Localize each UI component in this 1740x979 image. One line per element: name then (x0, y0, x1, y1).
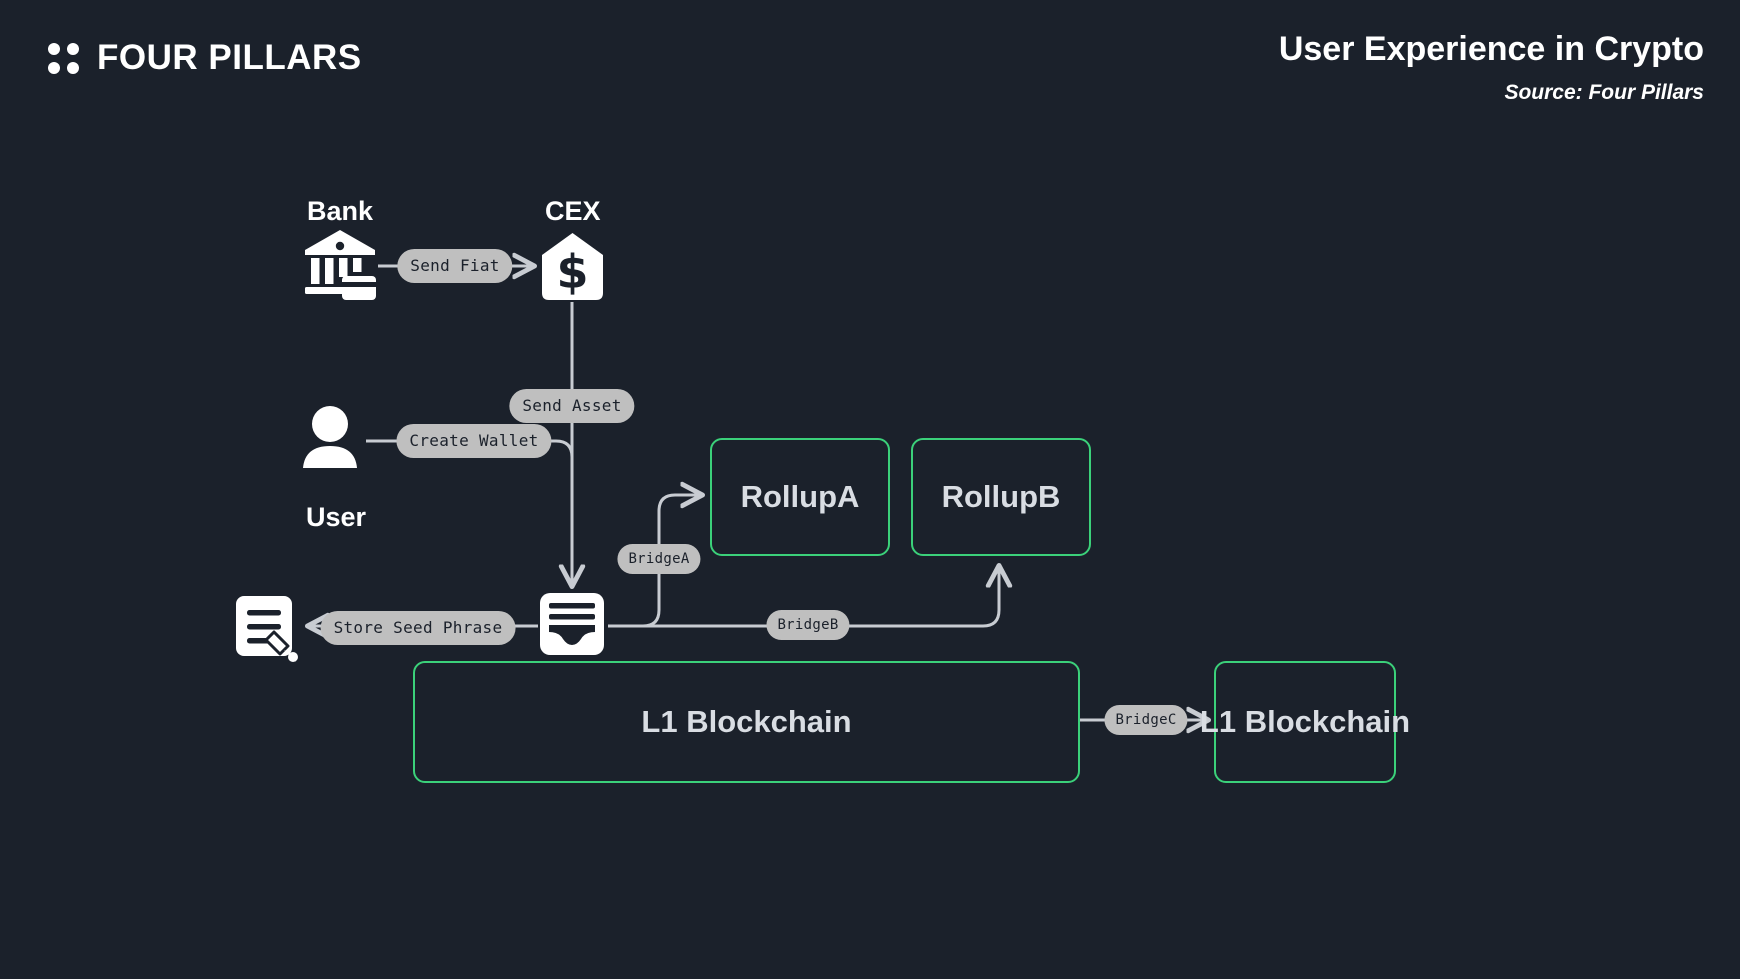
source-attribution: Source: Four Pillars (1504, 81, 1704, 104)
svg-text:$: $ (556, 245, 588, 299)
four-dots-icon (48, 42, 79, 74)
brand-header: FOUR PILLARS (48, 38, 362, 78)
page-title: User Experience in Crypto (1278, 30, 1704, 68)
node-caption-cex: CEX (545, 196, 601, 226)
node-rollup-a[interactable]: RollupA (710, 438, 890, 556)
node-l1-blockchain-right[interactable]: L1 Blockchain (1200, 661, 1410, 783)
node-label-l1-left: L1 Blockchain (641, 704, 852, 739)
deck-header: User Experience in Crypto Source: Four P… (1279, 30, 1704, 105)
edge-label-send-asset: Send Asset (509, 389, 635, 423)
edge-label-bridge-c: BridgeC (1104, 705, 1188, 735)
edge-label-send-fiat: Send Fiat (397, 249, 513, 283)
brand-name: FOUR PILLARS (97, 38, 362, 77)
edge-label-bridge-b: BridgeB (766, 610, 850, 640)
bank-building-card-icon (302, 228, 378, 307)
edge-label-create-wallet: Create Wallet (396, 424, 552, 458)
node-caption-bank: Bank (307, 196, 374, 226)
exchange-house-dollar-icon: $ (540, 231, 605, 307)
wallet-icon (539, 592, 605, 661)
edge-label-store-seed-phrase: Store Seed Phrase (320, 611, 516, 645)
user-avatar-icon (302, 406, 358, 474)
node-label-rollup-b: RollupB (941, 479, 1061, 514)
node-l1-blockchain-left[interactable]: L1 Blockchain (413, 661, 1080, 783)
node-caption-user: User (306, 502, 367, 532)
node-label-rollup-a: RollupA (740, 479, 860, 514)
node-label-l1-right: L1 Blockchain (1199, 704, 1411, 739)
node-rollup-b[interactable]: RollupB (911, 438, 1091, 556)
seed-phrase-note-icon (234, 594, 304, 669)
edge-label-bridge-a: BridgeA (617, 544, 701, 574)
